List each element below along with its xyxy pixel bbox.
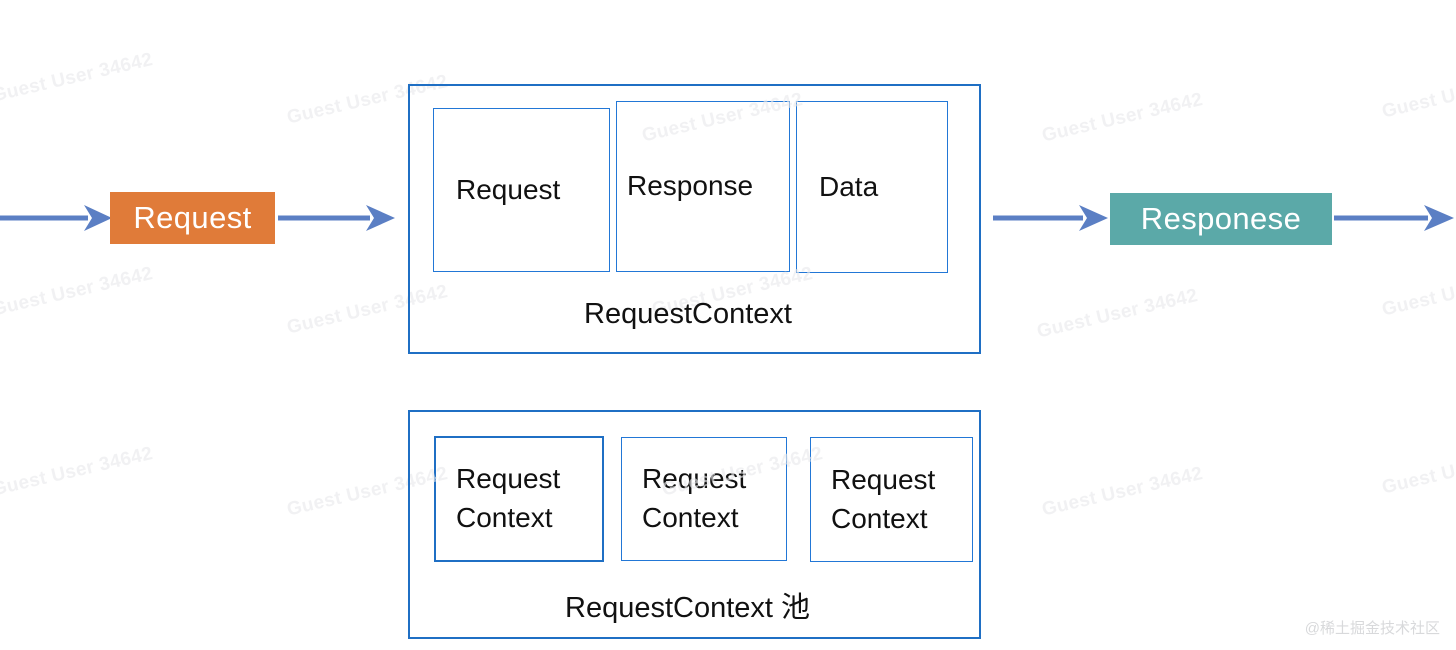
request-context-container	[408, 84, 981, 354]
watermark-tile: Guest User 34642	[0, 443, 155, 501]
pool-item[interactable]: Request Context	[434, 436, 604, 562]
watermark-tile: Guest User 34642	[1380, 441, 1456, 499]
context-field-request-label: Request	[456, 173, 561, 205]
arrow-inbound-icon	[0, 205, 112, 231]
pool-item-label: Request Context	[642, 463, 747, 533]
request-context-pool-container	[408, 410, 981, 639]
pool-item[interactable]: Request Context	[810, 437, 973, 562]
watermark-tile: Guest User 34642	[1035, 285, 1200, 343]
watermark-tile: Guest User 34642	[0, 263, 155, 321]
request-chip-label: Request	[133, 200, 252, 235]
request-context-pool-caption: RequestContext 池	[565, 592, 811, 624]
context-field-request[interactable]: Request	[433, 108, 610, 272]
arrow-outbound-icon	[1334, 205, 1454, 231]
context-field-data[interactable]: Data	[796, 101, 948, 273]
watermark-tile: Guest User 34642	[1040, 463, 1205, 521]
response-chip-label: Responese	[1140, 201, 1302, 236]
watermark-tile: Guest User 34642	[1380, 263, 1456, 321]
context-field-response[interactable]: Response	[616, 101, 790, 272]
pool-item[interactable]: Request Context	[621, 437, 787, 561]
brand-watermark: @稀土掘金技术社区	[1304, 620, 1440, 637]
response-chip[interactable]: Responese	[1110, 193, 1332, 245]
pool-item-label: Request Context	[831, 463, 936, 534]
pool-item-label: Request Context	[456, 463, 561, 533]
context-field-response-label: Response	[627, 170, 754, 202]
request-context-caption: RequestContext	[584, 298, 792, 330]
arrow-context-to-response-icon	[993, 205, 1108, 231]
request-chip[interactable]: Request	[110, 192, 275, 244]
watermark-tile: Guest User 34642	[1040, 89, 1205, 147]
arrow-request-to-context-icon	[278, 205, 395, 231]
watermark-tile: Guest User 34642	[0, 49, 155, 107]
context-field-data-label: Data	[819, 170, 879, 202]
watermark-tile: Guest User 34642	[1380, 65, 1456, 123]
